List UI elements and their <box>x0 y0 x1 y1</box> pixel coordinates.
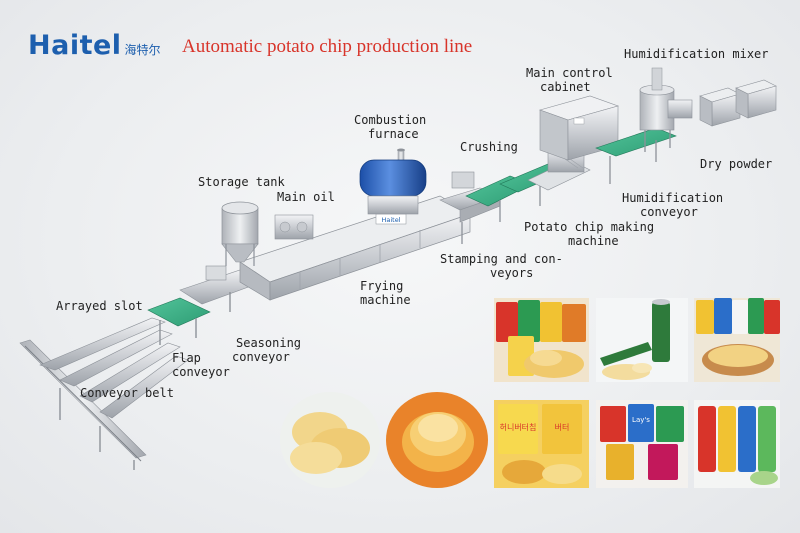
photo-honey-butter-chips: 허니버터칩 버터 <box>494 400 589 488</box>
label-conveyor-belt: Conveyor belt <box>80 386 174 400</box>
brand-name: Haitel <box>28 30 122 61</box>
arrayed-slot <box>39 317 189 419</box>
combustion-furnace <box>359 148 427 215</box>
label-humidification-mixer: Humidification mixer <box>624 47 769 61</box>
photo-stacked-chips <box>280 392 380 488</box>
dry-powder-machines <box>699 79 777 127</box>
main-oil-unit <box>274 214 314 240</box>
page-title: Automatic potato chip production line <box>182 36 473 57</box>
photo-can-chips <box>596 298 688 382</box>
pack-brand-text: Lay's <box>632 416 650 424</box>
label-stamping-conveyors: Stamping and con-veyors <box>440 252 563 280</box>
label-main-oil: Main oil <box>277 190 335 204</box>
pack-text-1: 허니버터칩 <box>500 422 537 432</box>
photo-brand-bags: Lay's <box>596 400 688 488</box>
flap-conveyor <box>147 297 211 345</box>
label-dry-powder: Dry powder <box>700 157 773 171</box>
frying-machine: Haitel <box>239 195 471 301</box>
brand-logo: Haitel 海特尔 <box>28 30 161 61</box>
photo-chip-bags-assorted <box>494 298 589 382</box>
label-arrayed-slot: Arrayed slot <box>56 299 143 313</box>
humidification-conveyor <box>595 127 677 184</box>
label-storage-tank: Storage tank <box>198 175 285 189</box>
photo-brand-cans <box>694 400 780 488</box>
machine-tag: Haitel <box>381 216 400 224</box>
pack-text-2: 버터 <box>555 422 570 432</box>
photo-korean-chip-bags <box>694 298 780 382</box>
humidification-mixer <box>639 67 693 152</box>
photo-chip-stack-orange <box>386 392 488 488</box>
label-crushing: Crushing <box>460 140 518 154</box>
storage-tank <box>221 201 259 266</box>
brand-chinese-name: 海特尔 <box>124 43 161 57</box>
